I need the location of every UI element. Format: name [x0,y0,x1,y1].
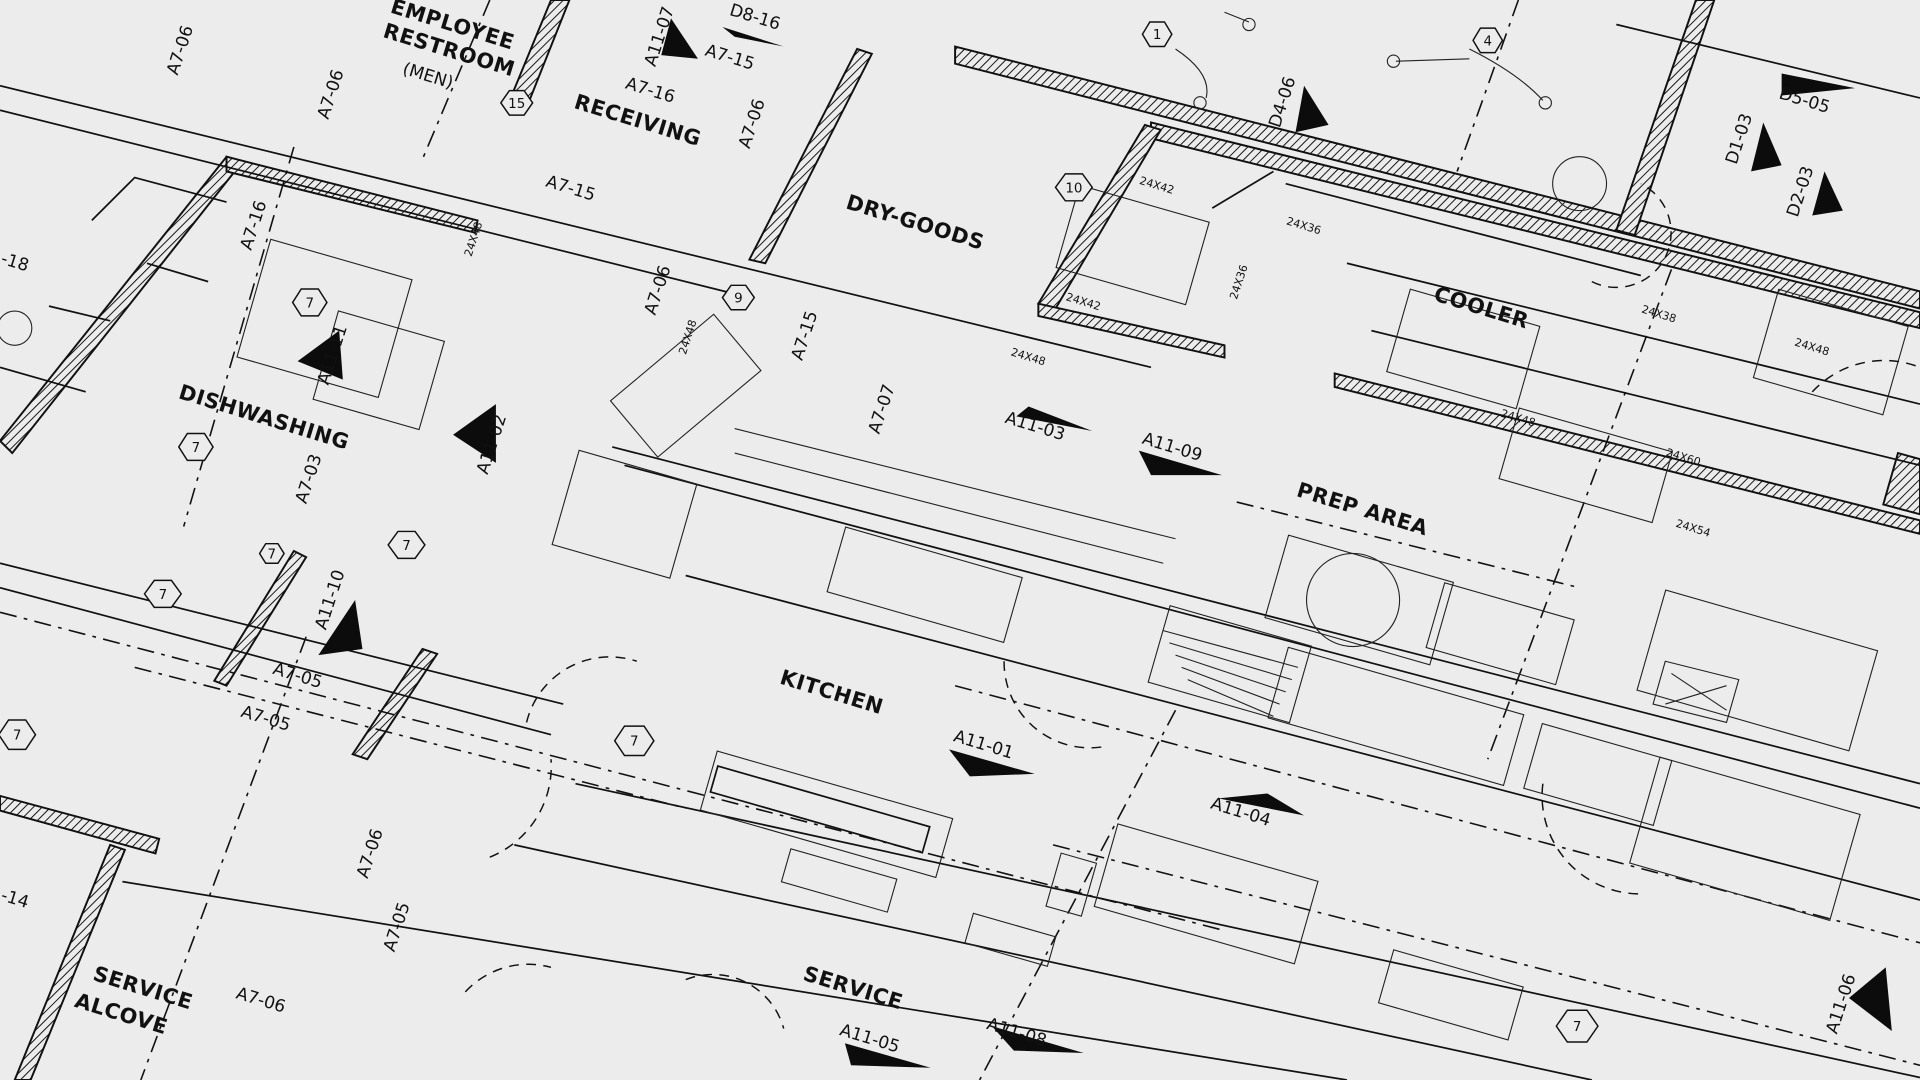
wall-top [954,45,1920,310]
section-ref: A7-06 [353,826,388,880]
section-ref: A7-06 [163,23,198,77]
section-ref: A7-03 [292,452,327,506]
section-ref: -14 [0,886,31,913]
size-label: 24X42 [1138,174,1176,197]
equipment-tag: 7 [13,729,22,744]
label-employee-restroom-3: (MEN) [400,59,455,93]
section-ref: A7-05 [239,702,293,736]
wall-drygoods-bottom [1037,302,1226,359]
section-ref: A7-16 [623,74,677,108]
equipment-tag: 9 [734,291,743,306]
equipment-tag: 1 [1153,28,1162,43]
section-ref: A7-05 [270,659,324,693]
section-ref: A7-06 [735,97,770,151]
equipment-tag: 10 [1065,181,1082,196]
section-markers [297,18,1892,1068]
size-label: 24X54 [1674,517,1712,540]
equipment-tag: 7 [159,588,168,603]
wall-receiving [747,47,874,265]
section-ref: A7-07 [865,382,900,436]
equipment-tag: 7 [402,539,411,554]
equipment-tag: 15 [508,97,525,112]
size-label: 24X36 [1227,263,1250,301]
wall-left-bottom [0,794,161,855]
section-ref: D4-06 [1265,74,1300,130]
section-ref: D1-03 [1722,111,1757,167]
wall-vertical-right [1615,0,1716,237]
section-ref: D8-16 [727,0,783,34]
tags: 15 10 9 1 4 7 7 7 7 7 7 7 7 [0,21,1599,1043]
wall-alcove [13,843,127,1080]
label-service: SERVICE [801,961,906,1014]
equipment-tag: 7 [306,296,315,311]
size-label: 24X38 [1640,303,1678,326]
equipment-tag: 7 [1573,1020,1582,1035]
section-ref: D2-03 [1783,164,1818,220]
wall-right-edge [1882,451,1920,516]
wall-drygoods [1036,123,1163,310]
label-dry-goods: DRY-GOODS [843,190,987,255]
section-ref: A7-15 [703,41,757,75]
section-ref: A7-15 [543,172,597,206]
section-ref: -18 [0,249,31,276]
section-ref: A7-05 [380,900,415,954]
equipment-tag: 7 [268,547,277,562]
wall-dish-right [212,549,308,687]
label-kitchen: KITCHEN [777,665,886,719]
size-label: 24X36 [1285,215,1323,238]
size-label: 24X48 [676,318,699,356]
label-cooler: COOLER [1431,282,1532,334]
label-receiving: RECEIVING [572,90,705,151]
section-ref: A7-16 [237,198,272,252]
wall-kitchen-door [351,647,439,761]
equipment-tag: 7 [630,735,639,750]
size-label: 24X48 [1009,346,1047,369]
section-ref: A7-06 [314,67,349,121]
section-ref: A11-06 [1822,972,1860,1037]
label-prep-area: PREP AREA [1294,478,1431,541]
section-ref: A7-15 [788,308,823,362]
section-ref: A7-06 [234,984,288,1018]
equipment-tag: 4 [1483,34,1492,49]
equipment-tag: 7 [192,441,201,456]
wall-cooler-bottom [1333,372,1920,535]
size-label: 24X48 [1793,336,1831,359]
